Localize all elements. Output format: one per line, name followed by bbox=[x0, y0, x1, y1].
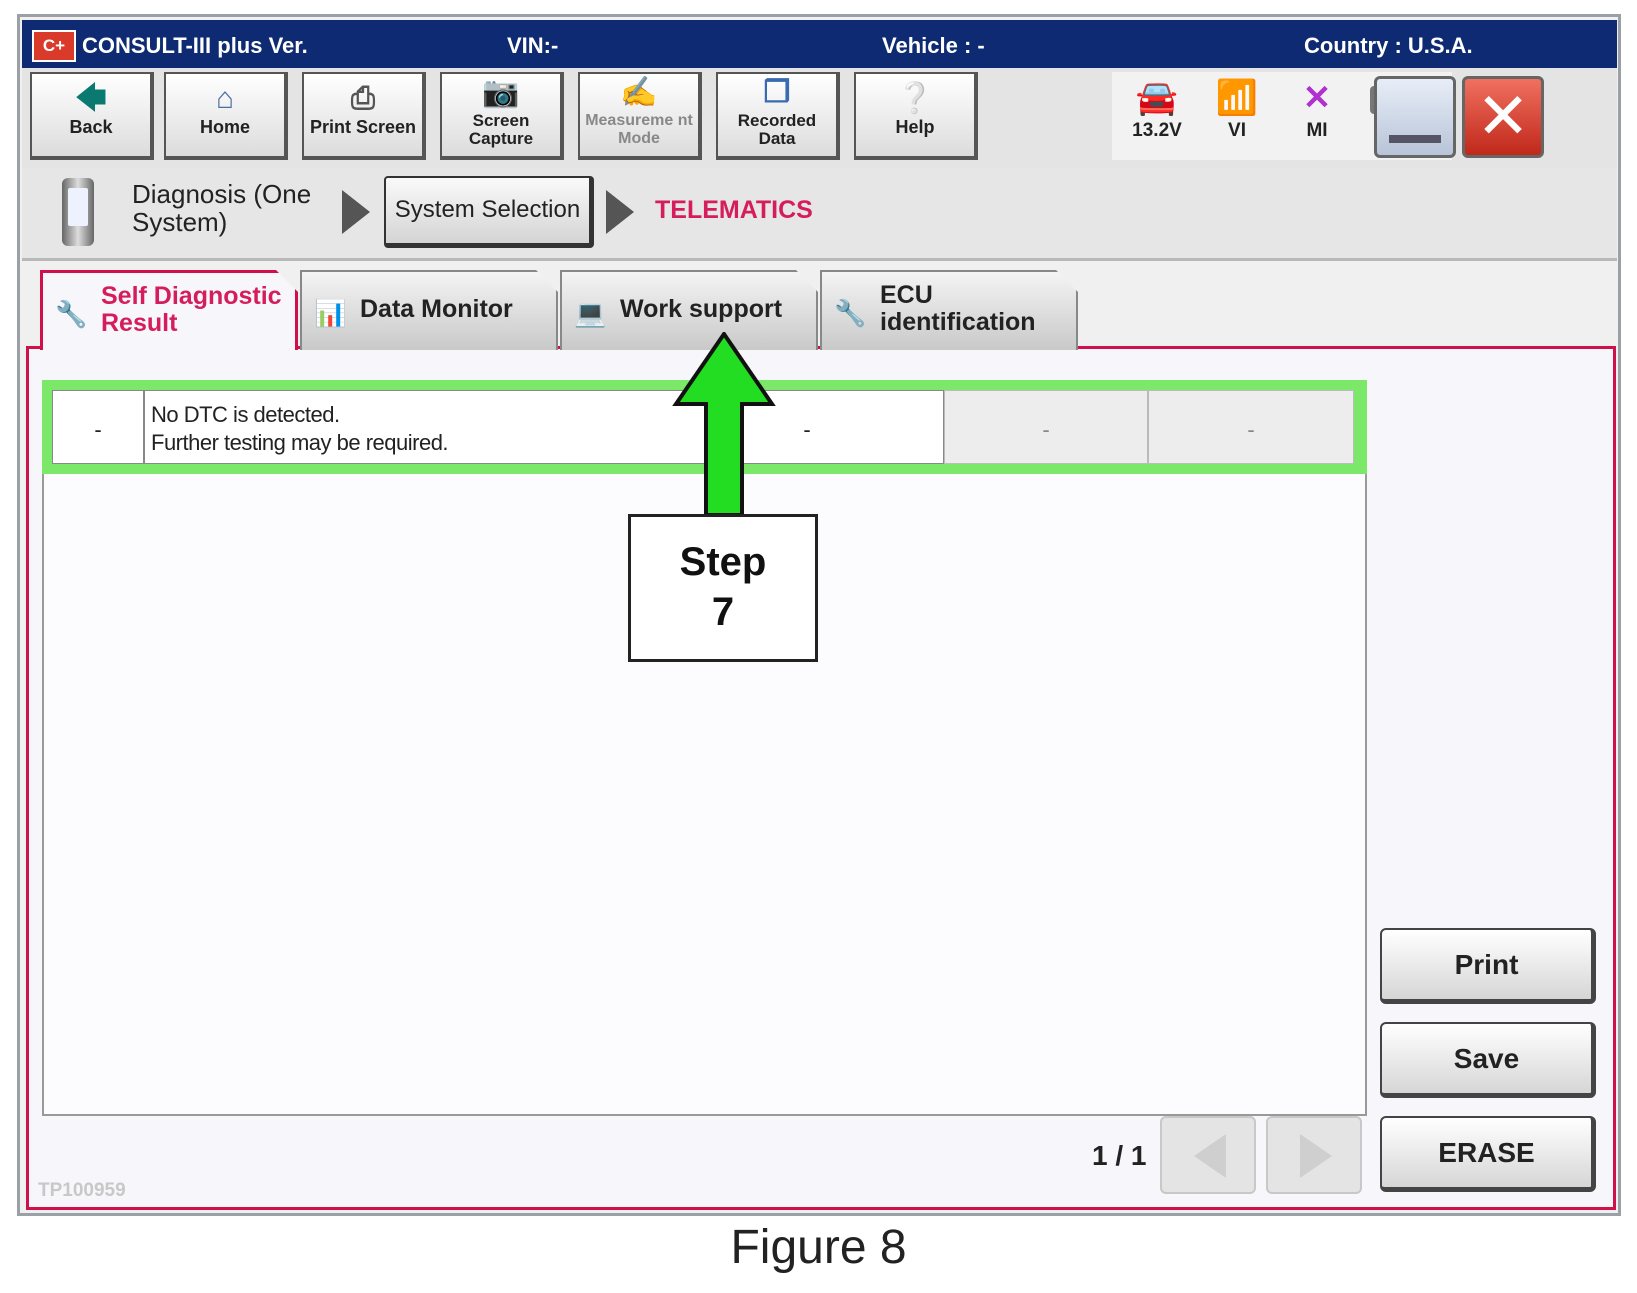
title-bar: C+ CONSULT-III plus Ver. VIN:- Vehicle :… bbox=[22, 20, 1617, 68]
help-label: Help bbox=[895, 117, 935, 137]
dtc-code: - bbox=[94, 417, 102, 442]
tab-label: Work support bbox=[620, 295, 783, 323]
diagnostic-tool-icon: 🔧 bbox=[55, 299, 88, 329]
toolbar: 🡄 Back ⌂ Home ⎙ Print Screen 📷 Screen Ca… bbox=[22, 68, 1617, 168]
print-screen-button[interactable]: ⎙ Print Screen bbox=[302, 72, 426, 160]
tab-ecu-identification[interactable]: 🔧 ECU identification bbox=[820, 270, 1078, 350]
system-selection-button[interactable]: System Selection bbox=[384, 176, 594, 248]
results-list bbox=[42, 474, 1367, 1116]
dtc-message-line: No DTC is detected. bbox=[151, 402, 340, 427]
battery-voltage-status: 🚘 13.2V bbox=[1112, 76, 1202, 142]
recorded-data-button[interactable]: ❒ Recorded Data bbox=[716, 72, 840, 160]
back-label: Back bbox=[69, 117, 113, 137]
monitor-icon: 📊 bbox=[314, 298, 347, 328]
tab-label: Self Diagnostic Result bbox=[101, 282, 282, 337]
measurement-icon: ✍ bbox=[620, 76, 658, 109]
breadcrumb-arrow-icon bbox=[342, 190, 370, 234]
dtc-code-cell: - bbox=[52, 390, 144, 464]
back-button[interactable]: 🡄 Back bbox=[30, 72, 154, 160]
home-icon: ⌂ bbox=[215, 82, 235, 115]
voltage-value: 13.2V bbox=[1132, 120, 1182, 141]
car-icon: 🚘 bbox=[1135, 79, 1179, 117]
next-page-button[interactable] bbox=[1266, 1116, 1362, 1194]
print-screen-label: Print Screen bbox=[309, 118, 417, 136]
close-icon: ✕ bbox=[1476, 80, 1530, 152]
home-label: Home bbox=[199, 117, 250, 137]
erase-button[interactable]: ERASE bbox=[1380, 1116, 1596, 1192]
signal-icon: 📶 bbox=[1215, 79, 1259, 117]
step-number: 7 bbox=[711, 590, 735, 634]
dtc-cell: - bbox=[944, 390, 1148, 464]
tab-self-diagnostic-result[interactable]: 🔧 Self Diagnostic Result bbox=[40, 270, 298, 350]
vi-device-icon bbox=[62, 178, 94, 246]
tab-label: ECU identification bbox=[880, 281, 1036, 336]
dtc-value: - bbox=[1247, 417, 1255, 442]
home-button[interactable]: ⌂ Home bbox=[164, 72, 288, 160]
work-support-icon: 💻 bbox=[574, 298, 607, 328]
measurement-mode-button[interactable]: ✍ Measureme nt Mode bbox=[578, 72, 702, 160]
figure-caption: Figure 8 bbox=[730, 1221, 907, 1274]
step-callout: Step 7 bbox=[628, 514, 818, 662]
screen-capture-label: Screen Capture bbox=[468, 111, 534, 148]
back-arrow-icon: 🡄 bbox=[75, 82, 107, 115]
breadcrumb: Diagnosis (One System) System Selection … bbox=[22, 168, 1617, 261]
page-indicator: 1 / 1 bbox=[1092, 1140, 1147, 1171]
previous-page-button[interactable] bbox=[1160, 1116, 1256, 1194]
dtc-message-cell: No DTC is detected. Further testing may … bbox=[144, 390, 944, 464]
camera-icon: 📷 bbox=[482, 76, 520, 109]
green-arrow-icon bbox=[672, 332, 776, 517]
chevron-left-icon bbox=[1194, 1134, 1226, 1178]
dtc-message: No DTC is detected. Further testing may … bbox=[151, 401, 449, 457]
vin-label: VIN:- bbox=[507, 33, 559, 58]
vi-status: 📶 VI bbox=[1202, 76, 1272, 142]
breadcrumb-diagnosis[interactable]: Diagnosis (One System) bbox=[132, 179, 312, 237]
breadcrumb-current: TELEMATICS bbox=[655, 196, 813, 224]
recorded-data-label: Recorded Data bbox=[737, 111, 817, 148]
tab-work-support[interactable]: 💻 Work support bbox=[560, 270, 818, 350]
mi-label: MI bbox=[1306, 120, 1328, 141]
chevron-right-icon bbox=[1300, 1134, 1332, 1178]
screen-id: TP100959 bbox=[38, 1180, 126, 1201]
country-label: Country : U.S.A. bbox=[1304, 33, 1473, 58]
print-button[interactable]: Print bbox=[1380, 928, 1596, 1004]
dtc-cell: - bbox=[1148, 390, 1354, 464]
screen-capture-button[interactable]: 📷 Screen Capture bbox=[440, 72, 564, 160]
vi-label: VI bbox=[1228, 120, 1246, 141]
breadcrumb-arrow-icon bbox=[606, 190, 634, 234]
minimize-icon bbox=[1389, 135, 1441, 143]
recorded-data-icon: ❒ bbox=[763, 76, 791, 109]
tab-label: Data Monitor bbox=[360, 295, 513, 323]
mi-status: ✕ MI bbox=[1282, 76, 1352, 142]
close-button[interactable]: ✕ bbox=[1462, 76, 1544, 158]
tab-data-monitor[interactable]: 📊 Data Monitor bbox=[300, 270, 558, 350]
save-button[interactable]: Save bbox=[1380, 1022, 1596, 1098]
minimize-button[interactable] bbox=[1374, 76, 1456, 158]
app-title: CONSULT-III plus Ver. bbox=[82, 33, 308, 58]
dtc-status: - bbox=[803, 417, 811, 442]
help-button[interactable]: ❔ Help bbox=[854, 72, 978, 160]
consult-logo-icon: C+ bbox=[32, 30, 76, 62]
measurement-mode-label: Measureme nt Mode bbox=[585, 112, 693, 147]
help-icon: ❔ bbox=[896, 82, 934, 115]
ecu-icon: 🔧 bbox=[834, 298, 867, 328]
vehicle-label: Vehicle : - bbox=[882, 33, 985, 58]
mi-disconnected-icon: ✕ bbox=[1302, 79, 1332, 117]
step-label: Step bbox=[679, 540, 767, 584]
dtc-value: - bbox=[1042, 417, 1050, 442]
dtc-message-line: Further testing may be required. bbox=[151, 430, 449, 455]
printer-icon: ⎙ bbox=[351, 82, 375, 115]
